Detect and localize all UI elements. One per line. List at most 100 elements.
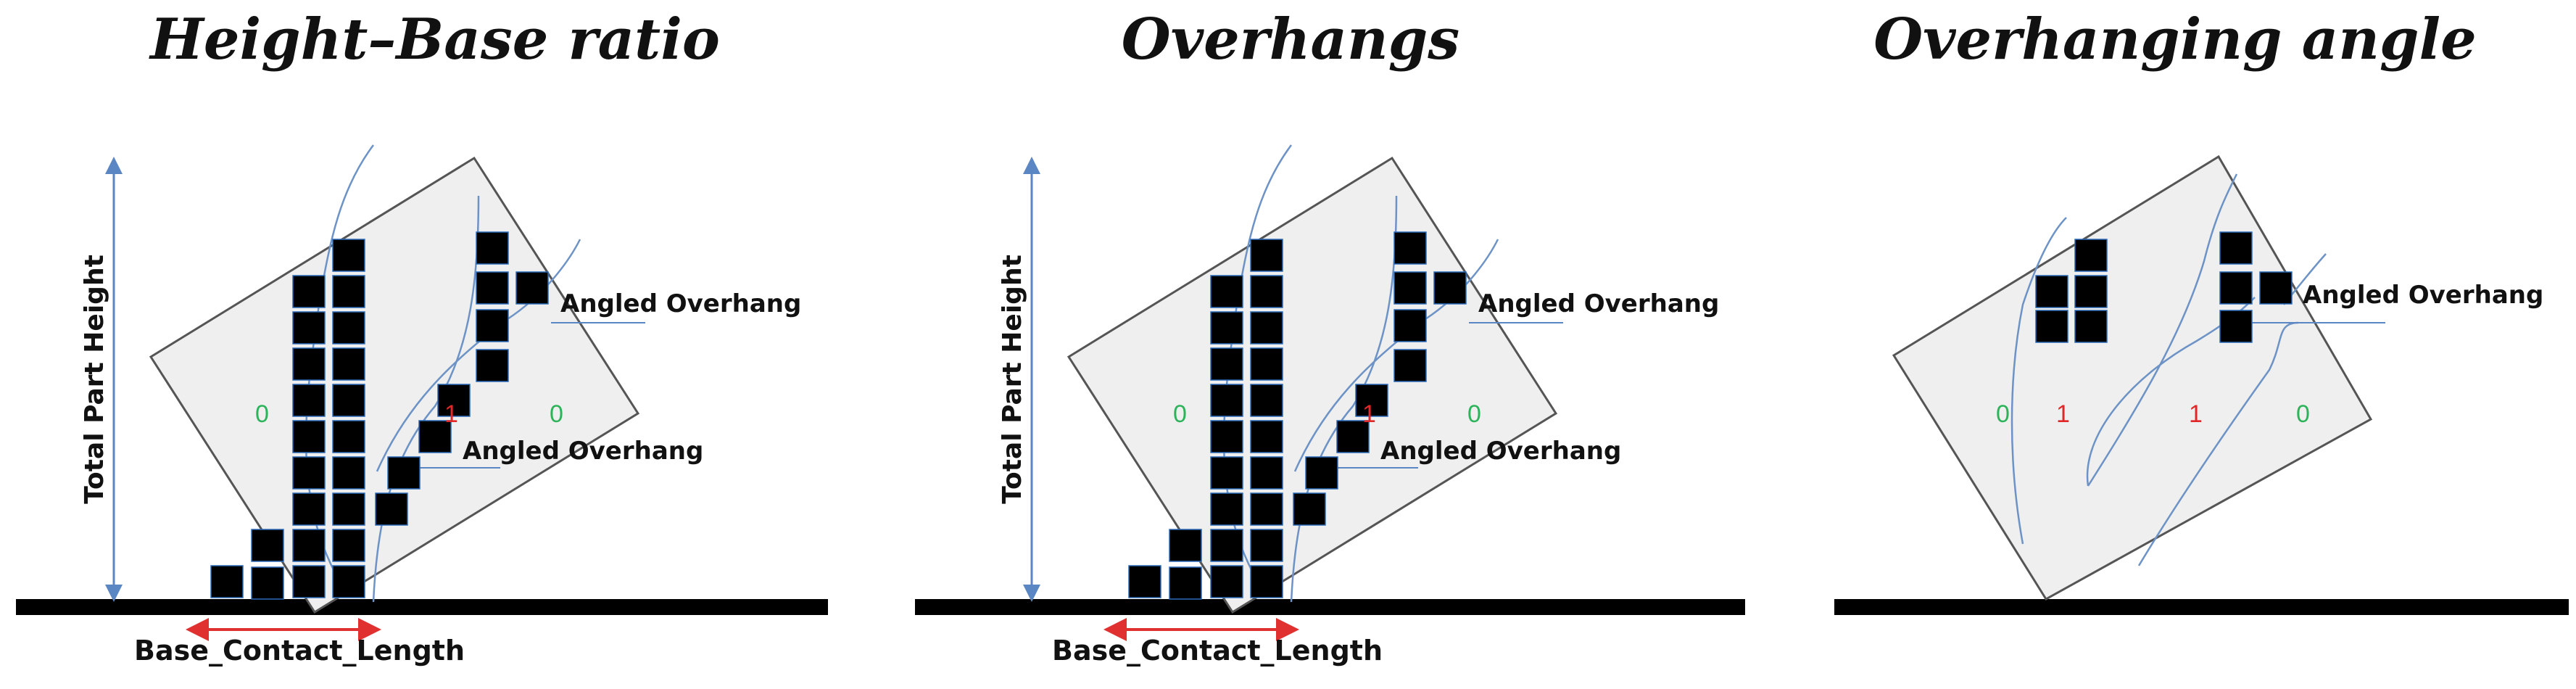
voxel-block <box>1250 456 1283 490</box>
voxel-block <box>476 309 509 342</box>
voxel-block <box>1128 565 1161 598</box>
voxel-block <box>292 275 326 308</box>
voxel-block <box>1250 347 1283 381</box>
voxel-block <box>1210 492 1243 526</box>
angled-overhang-label: Angled Overhang <box>560 289 801 318</box>
ground-bar <box>1834 599 2569 615</box>
panel-title-overhangs: Overhangs <box>1121 7 1460 73</box>
voxel-block <box>1293 492 1326 526</box>
voxel-block <box>1336 420 1370 453</box>
base-contact-label: Base_Contact_Length <box>134 635 465 667</box>
voxel-block <box>332 384 365 417</box>
voxel-block <box>251 529 284 562</box>
voxel-block <box>1393 349 1427 382</box>
voxel-block <box>1169 566 1202 600</box>
base-contact-label: Base_Contact_Length <box>1052 635 1383 667</box>
tilted-build-region <box>149 156 640 614</box>
height-label: Total Part Height <box>80 255 109 504</box>
zone-label-zero: 0 <box>255 400 269 428</box>
voxel-block <box>1250 565 1283 598</box>
zone-boundary-curve <box>2010 217 2067 545</box>
voxel-block <box>332 239 365 272</box>
voxel-block <box>375 492 408 526</box>
voxel-block <box>476 271 509 305</box>
voxel-block <box>437 384 471 417</box>
voxel-block <box>332 275 365 308</box>
voxel-block <box>1250 529 1283 562</box>
voxel-block <box>292 311 326 344</box>
voxel-block <box>1210 420 1243 453</box>
voxel-block <box>292 347 326 381</box>
zone-label-one: 1 <box>1362 400 1376 428</box>
voxel-block <box>332 565 365 598</box>
voxel-block <box>2219 231 2253 265</box>
voxel-block <box>292 565 326 598</box>
panel-overhanging-angle: Angled Overhang 0 1 1 0 <box>1834 154 2569 615</box>
panel-overhangs: Total Part Height Base_Contact_Length An… <box>915 144 1745 667</box>
panel-height-base-ratio: Total Part Height Base_Contact_Length An… <box>16 144 828 667</box>
voxel-block <box>1355 384 1388 417</box>
voxel-group <box>1128 231 1467 600</box>
voxel-block <box>1250 311 1283 344</box>
voxel-block <box>1210 347 1243 381</box>
voxel-block <box>1393 271 1427 305</box>
zone-label-zero: 0 <box>1173 400 1187 428</box>
voxel-block <box>332 456 365 490</box>
voxel-block <box>2074 310 2108 343</box>
zone-label-zero: 0 <box>1996 400 2010 428</box>
voxel-block <box>1250 384 1283 417</box>
voxel-block <box>418 420 452 453</box>
voxel-block <box>2259 271 2293 305</box>
voxel-block <box>476 349 509 382</box>
voxel-block <box>332 420 365 453</box>
voxel-block <box>1250 420 1283 453</box>
voxel-block <box>1393 231 1427 265</box>
voxel-block <box>1210 311 1243 344</box>
voxel-block <box>332 347 365 381</box>
voxel-block <box>2219 271 2253 305</box>
voxel-block <box>251 566 284 600</box>
voxel-block <box>2074 275 2108 308</box>
zone-boundary-curve <box>372 195 480 603</box>
tilted-build-region <box>1892 154 2373 601</box>
voxel-block <box>1210 275 1243 308</box>
ground-bar <box>915 599 1745 615</box>
voxel-block <box>292 384 326 417</box>
voxel-block <box>292 492 326 526</box>
voxel-block <box>332 311 365 344</box>
voxel-block <box>1250 492 1283 526</box>
zone-boundary-curve <box>2137 321 2299 566</box>
voxel-block <box>1169 529 1202 562</box>
angled-overhang-label: Angled Overhang <box>1478 289 1719 318</box>
voxel-block <box>292 529 326 562</box>
voxel-block <box>1393 309 1427 342</box>
voxel-group <box>210 231 549 600</box>
angled-overhang-label: Angled Overhang <box>463 437 703 466</box>
zone-boundary-curve <box>1290 195 1398 603</box>
voxel-block <box>292 456 326 490</box>
voxel-block <box>332 529 365 562</box>
voxel-block <box>2035 275 2068 308</box>
voxel-block <box>1305 456 1338 490</box>
zone-boundary-curve <box>2087 173 2238 487</box>
zone-label-zero: 0 <box>2296 400 2310 428</box>
voxel-block <box>1210 565 1243 598</box>
tilted-build-region <box>1067 156 1558 614</box>
height-label: Total Part Height <box>998 255 1027 504</box>
zone-label-one: 1 <box>2189 400 2203 428</box>
voxel-block <box>515 271 549 305</box>
voxel-block <box>210 565 244 598</box>
voxel-block <box>292 420 326 453</box>
zone-label-one: 1 <box>2056 400 2070 428</box>
angled-overhang-label: Angled Overhang <box>1380 437 1621 466</box>
voxel-block <box>1250 239 1283 272</box>
voxel-block <box>1250 275 1283 308</box>
voxel-block <box>1433 271 1467 305</box>
voxel-block <box>1210 384 1243 417</box>
panel-title-height-base-ratio: Height–Base ratio <box>150 7 720 73</box>
zone-boundary-curve <box>2086 297 2256 487</box>
voxel-block <box>387 456 421 490</box>
voxel-block <box>2074 239 2108 272</box>
panel-title-overhanging-angle: Overhanging angle <box>1873 7 2477 73</box>
